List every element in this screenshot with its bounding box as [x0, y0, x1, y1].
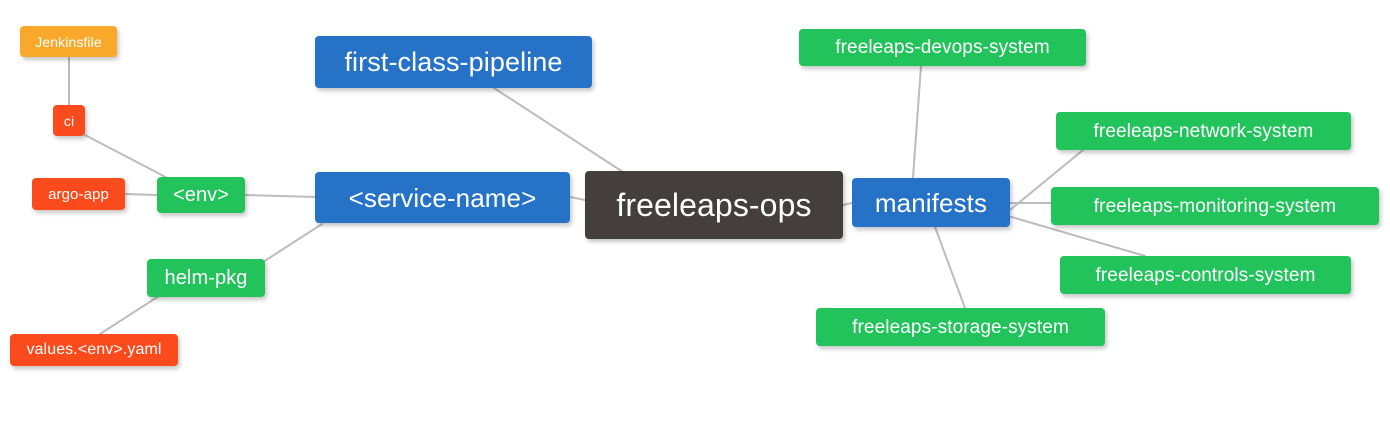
node-values-yaml[interactable]: values.<env>.yaml: [10, 334, 178, 366]
edge-first-class-pipeline-to-freeleaps-ops: [493, 87, 624, 173]
node-label-freeleaps-ops: freeleaps-ops: [616, 187, 812, 223]
node-jenkinsfile[interactable]: Jenkinsfile: [20, 26, 117, 57]
edge-ci-to-env: [84, 134, 176, 183]
node-freeleaps-devops-system[interactable]: freeleaps-devops-system: [799, 29, 1086, 66]
node-freeleaps-monitoring-system[interactable]: freeleaps-monitoring-system: [1051, 187, 1379, 225]
edge-service-name-to-helm-pkg: [262, 223, 323, 263]
node-first-class-pipeline[interactable]: first-class-pipeline: [315, 36, 592, 88]
node-label-freeleaps-devops-system: freeleaps-devops-system: [835, 37, 1050, 58]
node-label-jenkinsfile: Jenkinsfile: [35, 33, 102, 50]
edge-manifests-to-freeleaps-storage-system: [934, 226, 966, 309]
edge-manifests-to-freeleaps-devops-system: [912, 65, 922, 179]
node-label-argo-app: argo-app: [48, 185, 109, 203]
edge-argo-app-to-env: [124, 193, 158, 196]
node-freeleaps-ops[interactable]: freeleaps-ops: [585, 171, 843, 239]
node-label-manifests: manifests: [874, 187, 988, 218]
node-ci[interactable]: ci: [53, 105, 85, 136]
node-label-service-name: <service-name>: [348, 182, 537, 213]
node-argo-app[interactable]: argo-app: [32, 178, 125, 210]
edge-env-to-service-name: [244, 194, 316, 198]
node-label-freeleaps-controls-system: freeleaps-controls-system: [1095, 264, 1316, 286]
edge-helm-pkg-to-values-yaml: [99, 295, 160, 335]
node-label-env: <env>: [172, 184, 230, 206]
node-helm-pkg[interactable]: helm-pkg: [147, 259, 265, 297]
edge-freeleaps-ops-to-manifests: [842, 202, 853, 206]
node-label-values-yaml: values.<env>.yaml: [26, 341, 162, 358]
node-label-ci: ci: [63, 112, 75, 129]
edge-service-name-to-freeleaps-ops: [569, 196, 586, 201]
node-service-name[interactable]: <service-name>: [315, 172, 570, 223]
node-freeleaps-storage-system[interactable]: freeleaps-storage-system: [816, 308, 1105, 346]
node-label-freeleaps-storage-system: freeleaps-storage-system: [852, 316, 1069, 338]
node-label-freeleaps-monitoring-system: freeleaps-monitoring-system: [1093, 195, 1337, 217]
node-env[interactable]: <env>: [157, 177, 245, 213]
node-label-helm-pkg: helm-pkg: [164, 267, 248, 289]
node-manifests[interactable]: manifests: [852, 178, 1010, 227]
node-freeleaps-controls-system[interactable]: freeleaps-controls-system: [1060, 256, 1351, 294]
node-label-freeleaps-network-system: freeleaps-network-system: [1093, 120, 1314, 142]
node-freeleaps-network-system[interactable]: freeleaps-network-system: [1056, 112, 1351, 150]
node-label-first-class-pipeline: first-class-pipeline: [344, 46, 563, 77]
